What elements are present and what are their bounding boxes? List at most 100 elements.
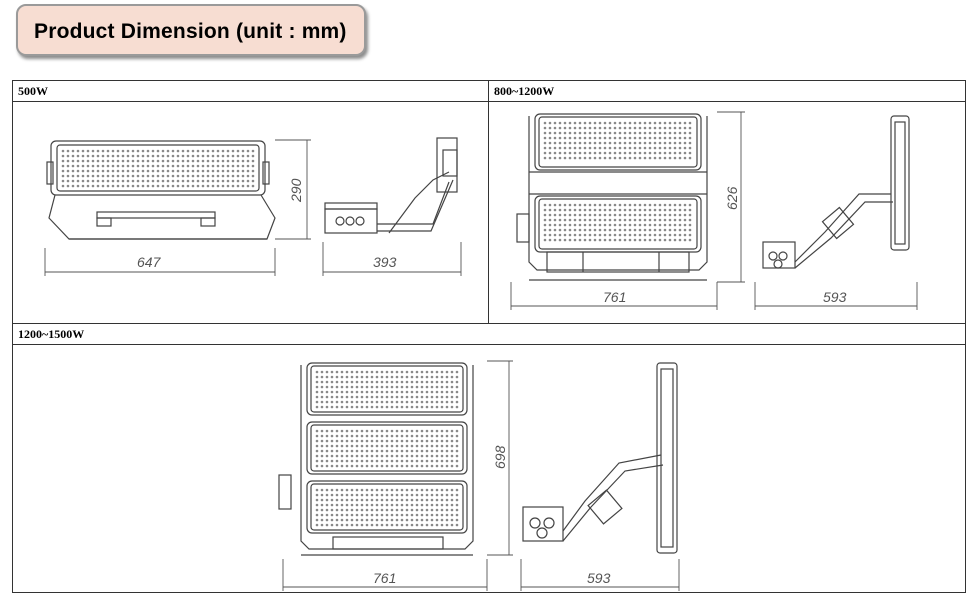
led-dot bbox=[236, 149, 240, 153]
led-dot bbox=[71, 154, 75, 158]
led-dot bbox=[76, 159, 80, 163]
led-dot bbox=[425, 375, 429, 379]
led-dot bbox=[613, 203, 617, 207]
led-dot bbox=[420, 444, 424, 448]
led-dot bbox=[638, 131, 642, 135]
led-dot bbox=[136, 154, 140, 158]
side-dim-500w: 393 bbox=[373, 254, 397, 270]
led-dot bbox=[320, 405, 324, 409]
led-dot bbox=[445, 395, 449, 399]
led-dot bbox=[325, 439, 329, 443]
led-dot bbox=[673, 136, 677, 140]
led-dot bbox=[176, 164, 180, 168]
led-dot bbox=[335, 439, 339, 443]
led-dot bbox=[613, 151, 617, 155]
led-dot bbox=[325, 498, 329, 502]
led-dot bbox=[196, 169, 200, 173]
led-dot bbox=[315, 444, 319, 448]
led-dot bbox=[440, 444, 444, 448]
led-dot bbox=[231, 154, 235, 158]
led-dot bbox=[588, 223, 592, 227]
led-dot bbox=[415, 464, 419, 468]
led-dot bbox=[395, 518, 399, 522]
led-dot bbox=[360, 405, 364, 409]
led-dot bbox=[435, 464, 439, 468]
led-dot bbox=[543, 151, 547, 155]
led-dot bbox=[633, 151, 637, 155]
led-dot bbox=[355, 385, 359, 389]
led-dot bbox=[445, 454, 449, 458]
led-dot bbox=[181, 149, 185, 153]
led-dot bbox=[370, 508, 374, 512]
cell-header-1200-1500w: 1200~1500W bbox=[13, 324, 965, 345]
led-dot bbox=[91, 154, 95, 158]
led-dot bbox=[340, 523, 344, 527]
led-dot bbox=[598, 223, 602, 227]
led-dot bbox=[335, 434, 339, 438]
led-dot bbox=[593, 126, 597, 130]
led-dot bbox=[241, 184, 245, 188]
led-dot bbox=[548, 156, 552, 160]
led-dot bbox=[390, 498, 394, 502]
led-dot bbox=[395, 375, 399, 379]
led-dot bbox=[678, 213, 682, 217]
led-dot bbox=[425, 493, 429, 497]
led-dot bbox=[598, 218, 602, 222]
led-dot bbox=[325, 444, 329, 448]
led-dot bbox=[678, 126, 682, 130]
led-dot bbox=[161, 164, 165, 168]
led-dot bbox=[246, 164, 250, 168]
led-dot bbox=[81, 174, 85, 178]
led-dot bbox=[410, 405, 414, 409]
led-dot bbox=[410, 380, 414, 384]
led-dot bbox=[360, 395, 364, 399]
led-dot bbox=[325, 464, 329, 468]
led-dot bbox=[390, 459, 394, 463]
height-dim-500w: 290 bbox=[288, 178, 304, 203]
led-dot bbox=[678, 141, 682, 145]
led-dot bbox=[598, 126, 602, 130]
led-dot bbox=[385, 464, 389, 468]
led-dot bbox=[613, 228, 617, 232]
led-dot bbox=[375, 390, 379, 394]
led-dot bbox=[395, 449, 399, 453]
led-dot bbox=[241, 164, 245, 168]
led-dot bbox=[355, 439, 359, 443]
led-dot bbox=[400, 390, 404, 394]
led-dot bbox=[365, 444, 369, 448]
led-dot bbox=[251, 154, 255, 158]
led-dot bbox=[121, 169, 125, 173]
led-dot bbox=[191, 154, 195, 158]
led-dot bbox=[156, 169, 160, 173]
led-dot bbox=[653, 223, 657, 227]
led-dot bbox=[658, 203, 662, 207]
led-dot bbox=[181, 159, 185, 163]
led-dot bbox=[226, 164, 230, 168]
led-dot bbox=[593, 131, 597, 135]
led-dot bbox=[648, 151, 652, 155]
led-dot bbox=[191, 164, 195, 168]
led-dot bbox=[330, 444, 334, 448]
led-dot bbox=[141, 159, 145, 163]
led-dot bbox=[420, 503, 424, 507]
led-dot bbox=[196, 164, 200, 168]
led-dot bbox=[395, 429, 399, 433]
led-dot bbox=[553, 141, 557, 145]
led-dot bbox=[543, 141, 547, 145]
led-dot bbox=[226, 184, 230, 188]
led-dot bbox=[450, 498, 454, 502]
led-dot bbox=[548, 136, 552, 140]
led-dot bbox=[385, 400, 389, 404]
led-dot bbox=[623, 121, 627, 125]
led-dot bbox=[350, 375, 354, 379]
led-dot bbox=[161, 179, 165, 183]
led-dot bbox=[61, 154, 65, 158]
led-dot bbox=[116, 159, 120, 163]
led-dot bbox=[425, 523, 429, 527]
led-dot bbox=[653, 151, 657, 155]
led-dot bbox=[568, 126, 572, 130]
led-dot bbox=[445, 444, 449, 448]
led-dot bbox=[440, 493, 444, 497]
led-dot bbox=[355, 454, 359, 458]
led-dot bbox=[558, 228, 562, 232]
